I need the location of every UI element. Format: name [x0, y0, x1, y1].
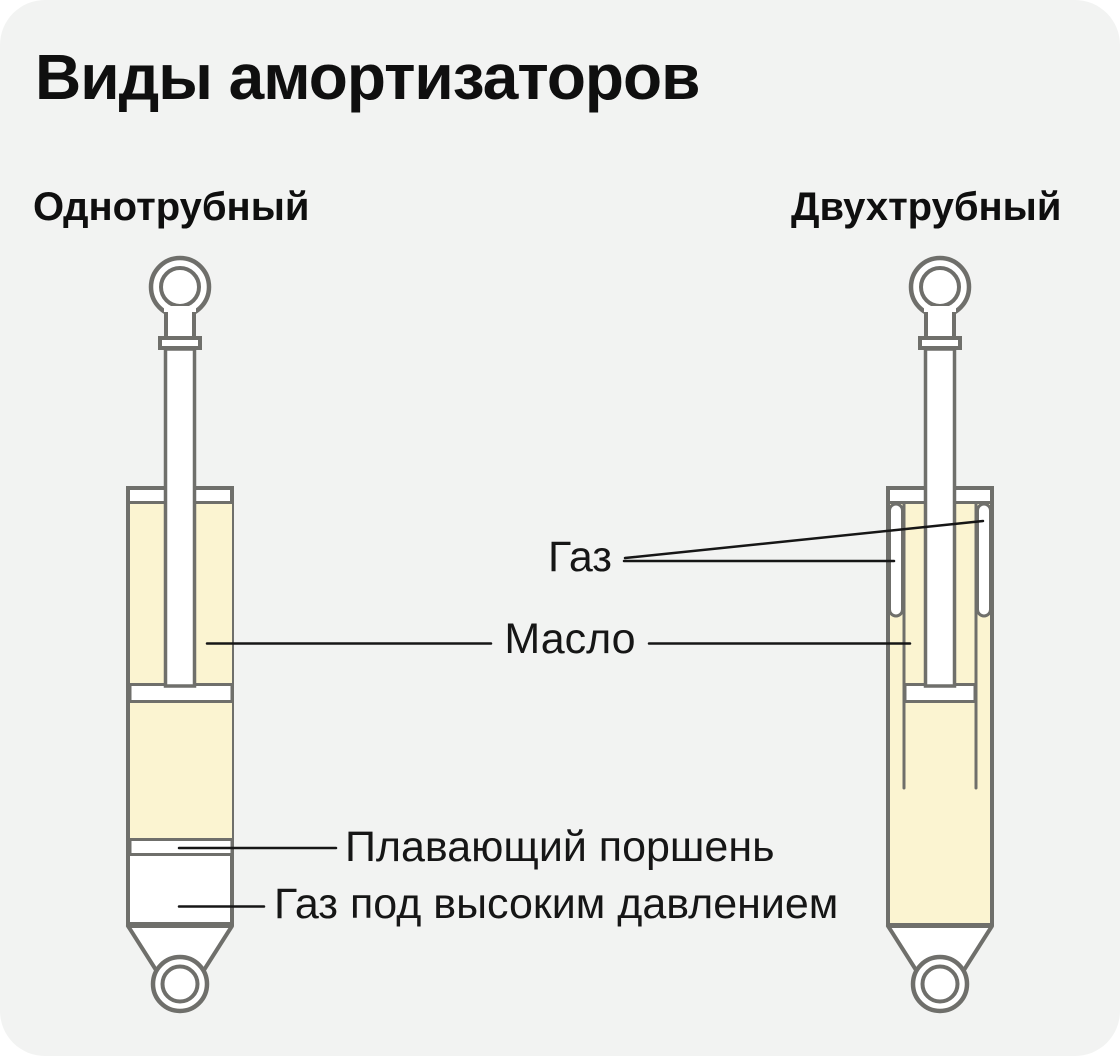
- mono-top-eye-inner: [159, 266, 201, 308]
- page-title: Виды амортизаторов: [35, 41, 700, 113]
- gas-leader-diagonal: [623, 519, 985, 560]
- mono-tube-shock: [126, 255, 234, 1014]
- mono-rod-collar: [158, 336, 202, 350]
- mono-bottom-eye-inner: [160, 964, 200, 1004]
- gas-label: Газ: [547, 533, 612, 581]
- twin-tube-heading: Двухтрубный: [791, 185, 1062, 229]
- leader-lines: [177, 519, 985, 908]
- twin-bottom-eye-inner: [920, 964, 960, 1004]
- twin-tube-shock: [886, 255, 994, 1014]
- floating-piston-label: Плавающий поршень: [345, 823, 775, 871]
- mono-piston-rod: [163, 347, 197, 688]
- high-pressure-gas-label: Газ под высоким давлением: [274, 880, 839, 928]
- twin-piston-rod: [923, 347, 957, 688]
- twin-rod-collar: [918, 336, 962, 350]
- twin-top-eye-inner: [919, 266, 961, 308]
- oil-label: Масло: [504, 615, 636, 663]
- mono-tube-heading: Однотрубный: [33, 185, 310, 229]
